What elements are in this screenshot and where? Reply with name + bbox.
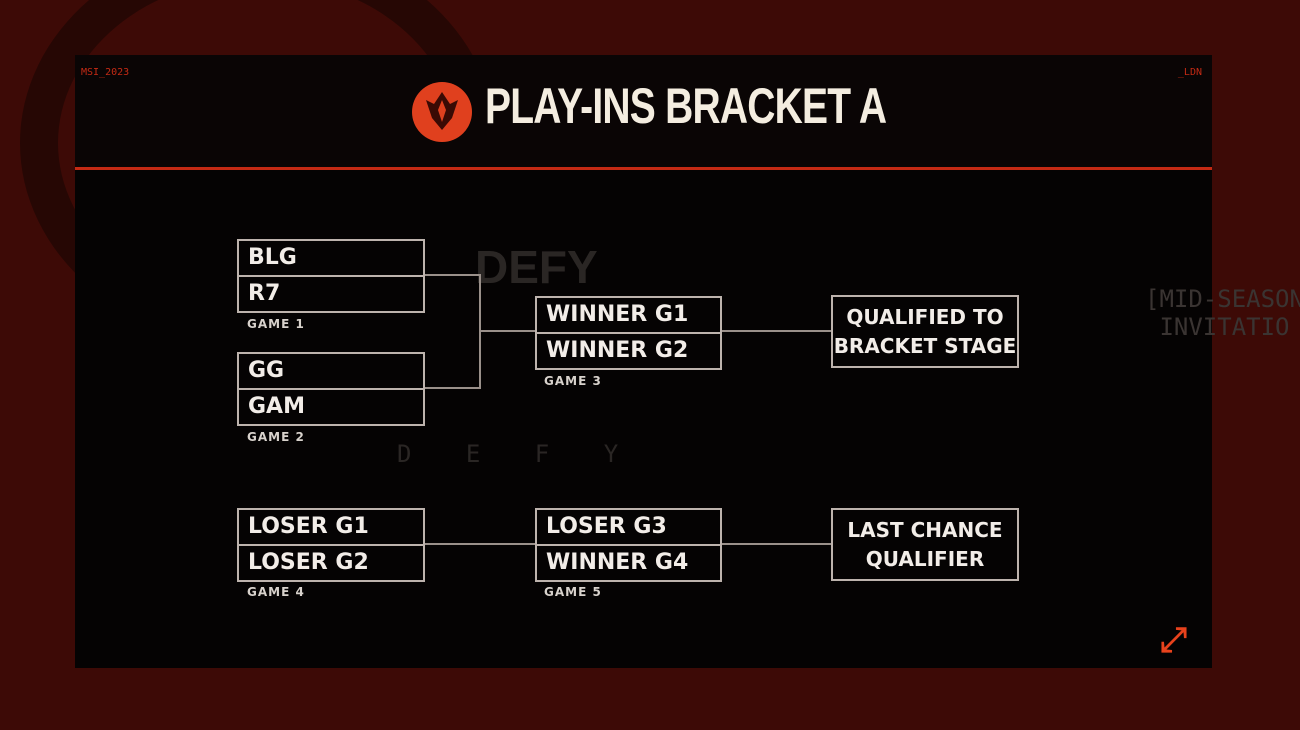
header-divider <box>75 167 1212 170</box>
game-label: GAME 4 <box>247 585 305 599</box>
game-label: GAME 5 <box>544 585 602 599</box>
team-slot: WINNER G4 <box>537 544 720 580</box>
corner-tag-right: _LDN <box>1177 67 1202 78</box>
match-game-5: LOSER G3 WINNER G4 <box>535 508 722 582</box>
team-slot: GG <box>248 358 285 383</box>
team-slot: WINNER G1 <box>546 302 689 327</box>
match-game-1: BLG R7 <box>237 239 425 313</box>
expand-icon: ⤢ <box>1160 620 1188 660</box>
header-bar <box>75 55 1212 167</box>
result-line: QUALIFIED TO <box>846 304 1004 329</box>
team-slot: BLG <box>248 245 297 270</box>
bracket-panel: MSI_2023 _LDN PLAY-INS BRACKET A DEFY D … <box>75 55 1300 668</box>
team-slot: LOSER G1 <box>248 514 369 539</box>
msi-logo-icon <box>412 82 472 142</box>
game-label: GAME 3 <box>544 374 602 388</box>
team-slot: LOSER G2 <box>239 544 423 580</box>
match-game-4: LOSER G1 LOSER G2 <box>237 508 425 582</box>
game-label: GAME 1 <box>247 317 305 331</box>
msi-watermark: [MID-SEASON INVITATIO <box>1145 285 1300 341</box>
corner-tag-left: MSI_2023 <box>81 67 130 78</box>
connector <box>424 387 480 389</box>
qualified-result: QUALIFIED TO BRACKET STAGE <box>831 295 1019 368</box>
last-chance-result: LAST CHANCE QUALIFIER <box>831 508 1019 581</box>
page-title: PLAY-INS BRACKET A <box>485 78 887 134</box>
connector <box>424 274 480 276</box>
team-slot: WINNER G2 <box>537 332 720 368</box>
connector <box>721 543 831 545</box>
defy-spaced-watermark: D E F Y <box>397 440 639 468</box>
defy-watermark: DEFY <box>475 241 598 293</box>
team-slot: R7 <box>239 275 423 311</box>
game-label: GAME 2 <box>247 430 305 444</box>
team-slot: LOSER G3 <box>546 514 667 539</box>
connector <box>424 543 535 545</box>
result-line: BRACKET STAGE <box>833 333 1017 358</box>
match-game-2: GG GAM <box>237 352 425 426</box>
result-line: QUALIFIER <box>865 546 985 571</box>
match-game-3: WINNER G1 WINNER G2 <box>535 296 722 370</box>
team-slot: GAM <box>239 388 423 424</box>
connector <box>479 330 535 332</box>
connector <box>721 330 831 332</box>
result-line: LAST CHANCE <box>847 517 1003 542</box>
